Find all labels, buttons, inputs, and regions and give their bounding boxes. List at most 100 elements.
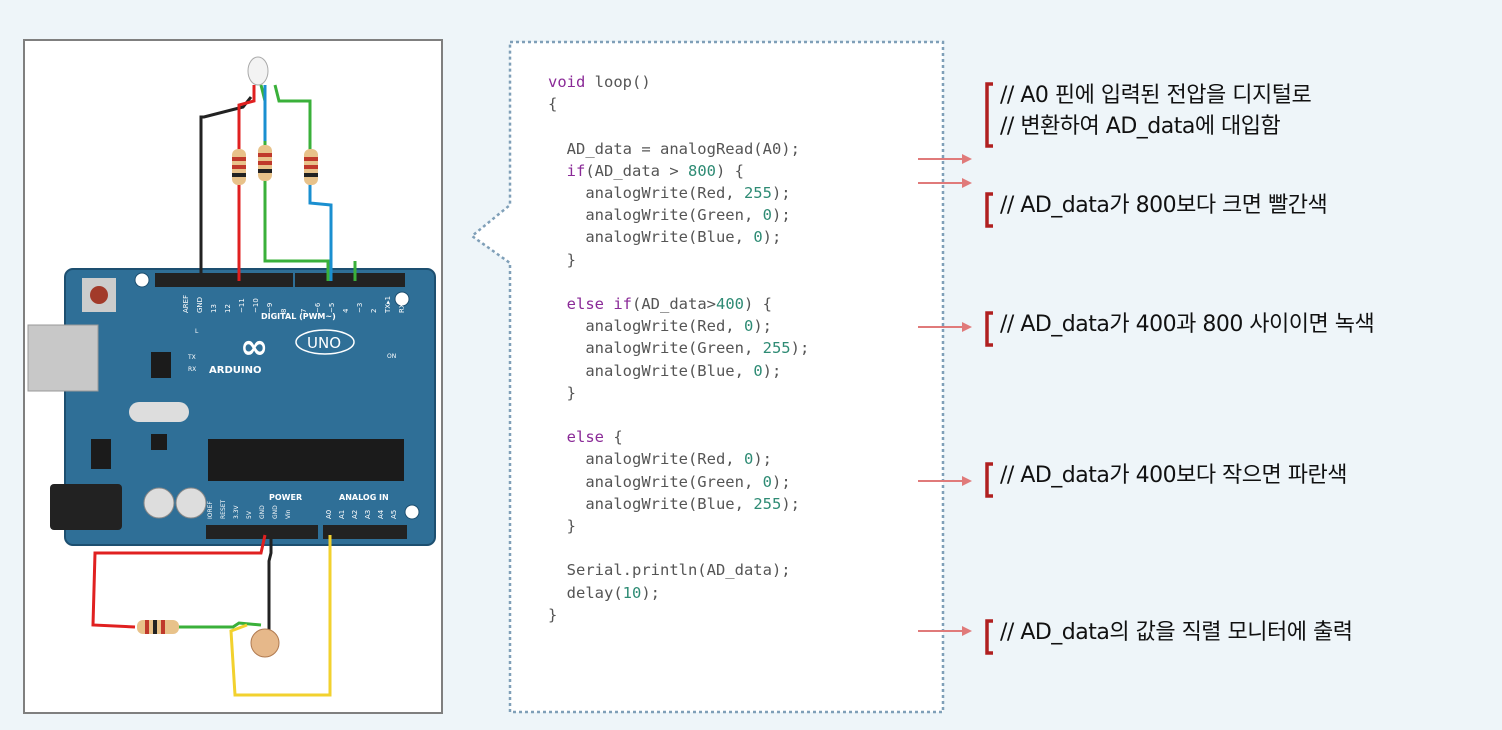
code-token: (AD_data> [632,295,716,313]
digital-pin-label: 13 [210,304,218,313]
code-line: analogWrite(Blue, 255); [548,494,800,514]
code-token: ); [762,228,782,247]
annotation-bracket [985,462,993,498]
code-token: } [548,250,576,269]
annotation-text: // AD_data가 400보다 작으면 파란색 [1000,463,1348,488]
code-line: } [548,250,576,270]
code-token: 0 [743,317,754,336]
wire-yellow-a0 [229,535,332,697]
digital-pin-label: ~5 [328,303,336,313]
code-line: else { [548,427,623,447]
code-line: analogWrite(Blue, 0); [548,227,781,247]
wire-red-pin11 [237,85,256,281]
code-token: else [566,428,604,447]
analog-label: ANALOG IN [339,493,389,502]
code-token: 255 [762,339,791,358]
code-token: ); [753,450,772,469]
annotation-bracket [985,192,993,228]
wire-green-top [273,84,312,153]
power-pin-label: GND [272,505,279,519]
code-token: ); [762,361,782,380]
voltage-regulator [91,439,111,469]
digital-label: DIGITAL (PWM~) [261,312,336,321]
board-model: UNO [307,334,341,352]
code-token: 0 [762,472,772,491]
code-token: Serial.println(AD_data); [548,561,791,580]
annotation-text: // 변환하여 AD_data에 대입함 [1000,114,1281,139]
power-pin-label: IOREF [207,501,214,519]
digital-pin-label: GND [196,297,204,313]
led-tx-label: TX [187,354,196,361]
code-line: analogWrite(Red, 0); [548,449,772,469]
code-token: analogWrite(Blue, [548,494,754,513]
led-l-label: L [195,328,199,335]
wire-black-gnd [199,96,253,281]
code-token: ); [771,206,791,225]
model-badge [295,329,355,355]
mounting-hole [394,291,410,307]
code-token: 400 [716,295,744,313]
small-chip [151,434,167,450]
code-token: 0 [762,206,772,225]
annotation-bracket [985,619,993,655]
arrow-head [962,322,972,332]
code-token [548,295,567,313]
code-token: ); [771,472,791,491]
code-token: analogWrite(Red, [548,184,744,202]
resistor [232,149,246,185]
resistor-bottom [137,620,179,634]
code-token: 255 [753,494,782,513]
digital-pin-label: 4 [342,308,350,313]
code-token: ) { [744,295,772,313]
brackets [985,82,993,655]
code-token: ); [790,339,810,358]
code-token: analogWrite(Red, [548,317,744,336]
digital-pin-label: 12 [224,304,232,313]
on-label: ON [387,353,396,360]
capacitor [143,487,175,519]
code-token: (AD_data > [585,161,688,180]
code-token: 0 [743,450,754,469]
annotation-bracket [985,82,993,148]
annotation-text: // AD_data의 값을 직렬 모니터에 출력 [1000,620,1353,645]
code-token: analogWrite(Blue, [548,228,754,247]
code-token: ); [781,494,800,513]
code-token: analogWrite(Green, [548,339,763,358]
annotation-text: // AD_data가 800보다 크면 빨간색 [1000,193,1328,218]
arrow-head [962,626,972,636]
annotation-text: // AD_data가 400과 800 사이이면 녹색 [1000,312,1375,337]
code-token: } [548,605,558,624]
power-pin-label: GND [259,505,266,519]
code-line: else if(AD_data>400) { [548,294,772,314]
digital-pin-label: RX◂0 [398,295,406,313]
photoresistor [250,628,280,658]
board-brand: ARDUINO [209,365,261,376]
digital-pin-label: ~11 [238,298,246,313]
power-pin-label: RESET [220,499,227,519]
digital-pin-label: 2 [370,309,378,313]
arrow-head [962,154,972,164]
arrows [918,154,972,636]
analog-pin-label: A4 [377,509,385,519]
digital-pin-label: ~6 [314,302,322,313]
code-token: 0 [753,361,763,380]
code-token: } [548,383,576,402]
usb-connector [27,324,99,392]
code-line: analogWrite(Green, 255); [548,338,809,358]
power-jack [50,484,122,530]
digital-pin-label: AREF [182,295,190,313]
small-chip [151,352,171,378]
digital-pin-label: ~3 [356,303,364,313]
wire-black-gnd-bottom [267,535,273,631]
digital-header-left [155,273,293,287]
analog-pin-label: A5 [390,510,398,519]
code-token: if [566,161,586,180]
code-token: 0 [753,228,763,247]
code-token: analogWrite(Blue, [548,361,754,380]
analog-header [323,525,407,539]
digital-pin-label: 8 [280,309,288,313]
resistor [304,149,318,185]
